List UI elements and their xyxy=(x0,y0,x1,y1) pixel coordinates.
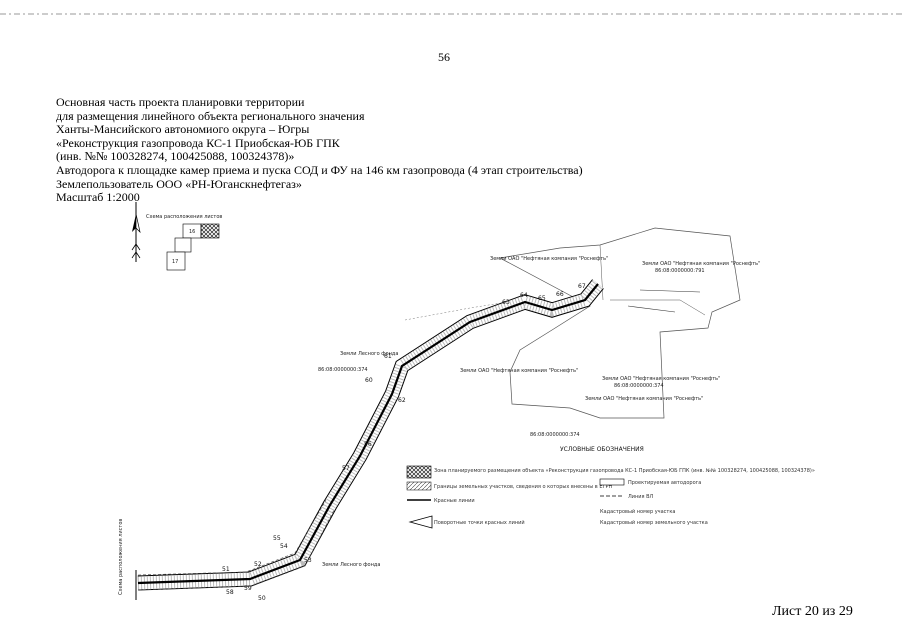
point-67: 67 xyxy=(578,283,586,290)
parcel-label-rosneft-4: Земли ОАО "Нефтяная компания "Роснефть" xyxy=(602,376,720,382)
parcel-label-rosneft-3: Земли ОАО "Нефтяная компания "Роснефть" xyxy=(460,368,578,374)
header-line-1: Основная часть проекта планировки террит… xyxy=(56,95,305,109)
north-arrow-icon xyxy=(131,202,141,262)
cadastral-number-4: 86:08:0000000:374 xyxy=(530,432,580,438)
point-61: 61 xyxy=(384,353,392,360)
legend-item-zone: Зона планируемого размещения объекта «Ре… xyxy=(434,468,815,474)
point-65: 65 xyxy=(538,295,546,302)
parcel-label-forest-2: Земли Лесного фонда xyxy=(322,562,380,568)
planning-map: Схема расположения листов 16 17 50 51 52… xyxy=(118,202,815,602)
scheme-sheet-17: 17 xyxy=(172,259,178,265)
legend-item-cadastral-zone: Кадастровый номер участка xyxy=(600,508,675,515)
cadastral-number-3: 86:08:0000000:374 xyxy=(318,367,368,373)
parcel-boundaries xyxy=(404,227,741,419)
legend-title: УСЛОВНЫЕ ОБОЗНАЧЕНИЯ xyxy=(560,446,644,453)
top-border-line xyxy=(0,13,905,15)
parcel-label-forest-1: Земли Лесного фонда xyxy=(340,351,398,357)
legend-item-power-line: Линия ВЛ xyxy=(628,494,654,500)
parcel-label-rosneft-2: Земли ОАО "Нефтяная компания "Роснефть" xyxy=(642,261,760,267)
legend-item-turning-points: Поворотные точки красных линий xyxy=(434,519,525,526)
legend-item-road: Проектируемая автодорога xyxy=(628,480,701,486)
point-62: 62 xyxy=(398,397,406,404)
parcel-label-rosneft-1: Земли ОАО "Нефтяная компания "Роснефть" xyxy=(490,256,608,262)
parcel-labels: Земли ОАО "Нефтяная компания "Роснефть" … xyxy=(318,256,760,568)
point-55: 55 xyxy=(273,535,281,542)
point-63: 63 xyxy=(502,299,510,306)
header-line-3: Ханты-Мансийского автономиого округа – Ю… xyxy=(56,122,310,137)
point-59: 59 xyxy=(244,585,252,592)
point-51: 51 xyxy=(222,566,230,573)
point-58: 58 xyxy=(226,589,234,596)
planned-corridor-zone xyxy=(135,279,604,600)
parcel-label-rosneft-5: Земли ОАО "Нефтяная компания "Роснефть" xyxy=(585,396,703,402)
cadastral-number-1: 86:08:0000000:791 xyxy=(655,268,705,274)
point-52: 52 xyxy=(254,561,262,568)
scale-label: Масштаб 1:2000 xyxy=(56,190,140,205)
cadastral-number-2: 86:08:0000000:374 xyxy=(614,383,664,389)
point-57: 57 xyxy=(342,465,350,472)
sheet-boundary-label: Схема расположения листов xyxy=(118,519,124,595)
header-line-4: «Реконструкция газопровода КС-1 Приобска… xyxy=(56,135,340,150)
page-number: 56 xyxy=(438,50,450,64)
legend-item-cadastral-parcel: Кадастровый номер земельного участка xyxy=(600,519,708,526)
header-line-2: для размещения линейного объекта региона… xyxy=(56,108,365,123)
header-line-6: Автодорога к площадке камер приема и пус… xyxy=(56,162,583,177)
scheme-label: Схема расположения листов xyxy=(146,214,222,220)
header-line-5: (инв. №№ 100328274, 100425088, 100324378… xyxy=(56,149,295,164)
sheet-scheme: Схема расположения листов 16 17 xyxy=(146,214,222,271)
point-50: 50 xyxy=(258,595,266,602)
header-line-7: Землепользователь ООО «РН-Юганскнефтегаз… xyxy=(56,176,302,191)
point-56: 56 xyxy=(364,441,372,448)
legend-item-red-lines: Красные линии xyxy=(434,498,475,504)
document-header: Основная часть проекта планировки террит… xyxy=(56,95,583,205)
point-60: 60 xyxy=(365,377,373,384)
turning-points: 50 51 52 53 54 55 56 57 58 59 60 61 62 6… xyxy=(222,283,586,602)
map-legend: УСЛОВНЫЕ ОБОЗНАЧЕНИЯ Зона планируемого р… xyxy=(406,446,815,529)
point-64: 64 xyxy=(520,292,528,299)
sheet-label: Лист 20 из 29 xyxy=(772,604,853,619)
legend-item-parcels: Границы земельных участков, сведения о к… xyxy=(434,484,613,490)
scheme-sheet-16: 16 xyxy=(189,229,195,235)
point-54: 54 xyxy=(280,543,288,550)
point-66: 66 xyxy=(556,291,564,298)
point-53: 53 xyxy=(304,557,312,564)
